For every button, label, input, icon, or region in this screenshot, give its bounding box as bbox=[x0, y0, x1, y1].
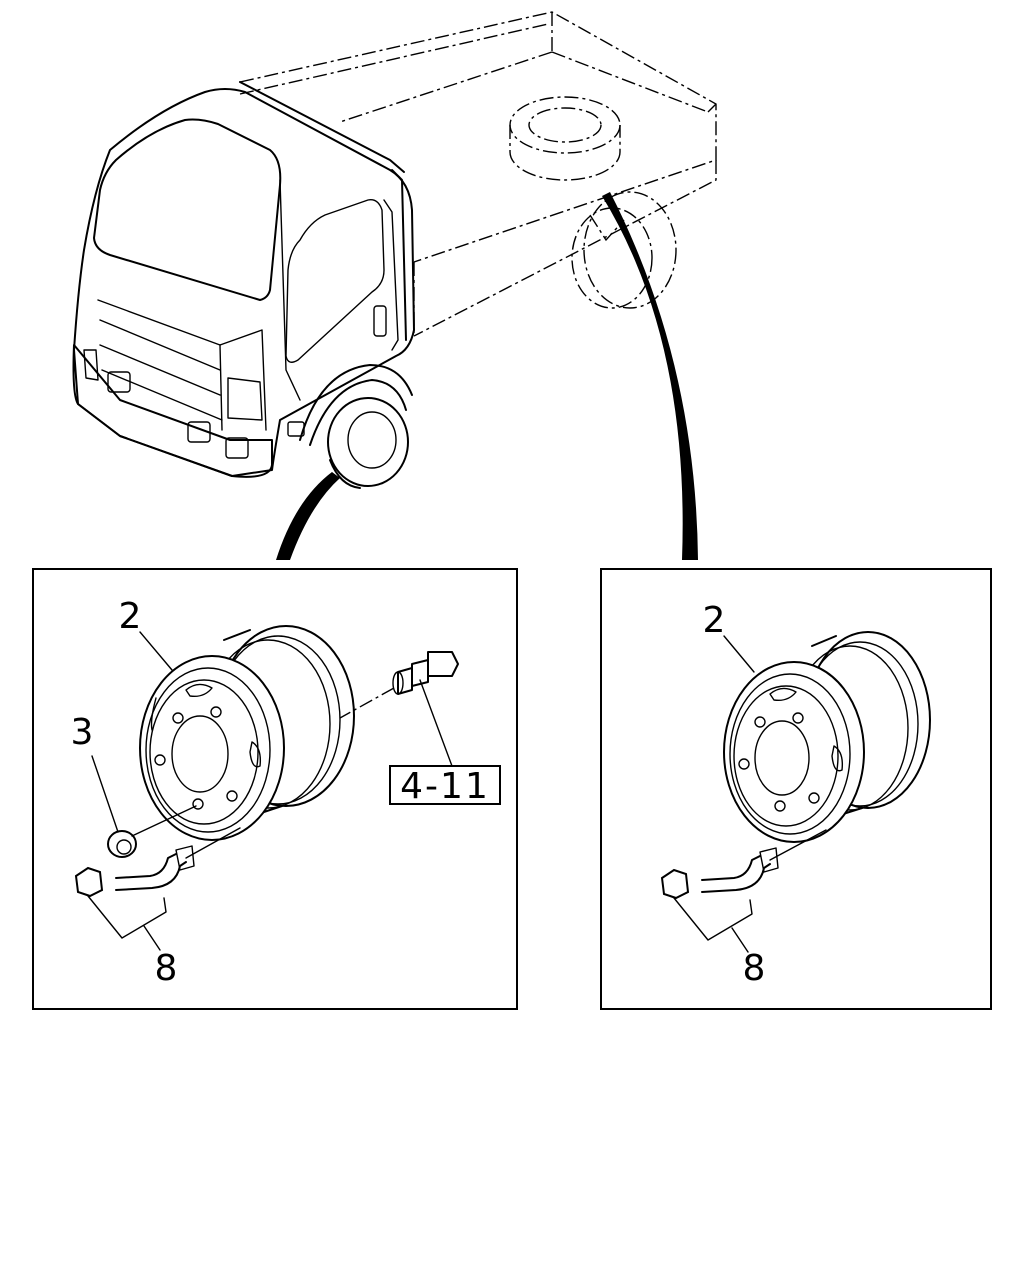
valve-assembly: 8 bbox=[660, 829, 827, 989]
hub-bolt bbox=[339, 651, 459, 767]
rear-wheel-panel: 8 2 bbox=[600, 568, 992, 1010]
panel-frame bbox=[600, 568, 992, 1010]
valve-assembly: 8 bbox=[74, 827, 241, 989]
leader-front-wheel bbox=[276, 472, 340, 560]
reference-label: 4-11 bbox=[400, 766, 490, 807]
wheel-nut: 3 bbox=[71, 712, 197, 858]
callout-rim: 2 bbox=[703, 600, 726, 641]
callout-valve: 8 bbox=[155, 948, 178, 989]
panel-frame bbox=[32, 568, 518, 1010]
callout-valve: 8 bbox=[743, 948, 766, 989]
truck-illustration bbox=[72, 11, 717, 560]
callout-nut: 3 bbox=[71, 712, 94, 753]
reference-box: 4-11 bbox=[389, 765, 501, 807]
cargo-bed bbox=[239, 11, 717, 337]
leader-rear-wheel bbox=[602, 192, 698, 560]
callout-rim: 2 bbox=[119, 596, 142, 637]
wheel-rim-right bbox=[723, 631, 931, 843]
front-wheel-panel: 4-11 3 8 2 bbox=[32, 568, 518, 1010]
truck-cab bbox=[72, 81, 415, 489]
wheel-rim-left bbox=[139, 625, 355, 841]
